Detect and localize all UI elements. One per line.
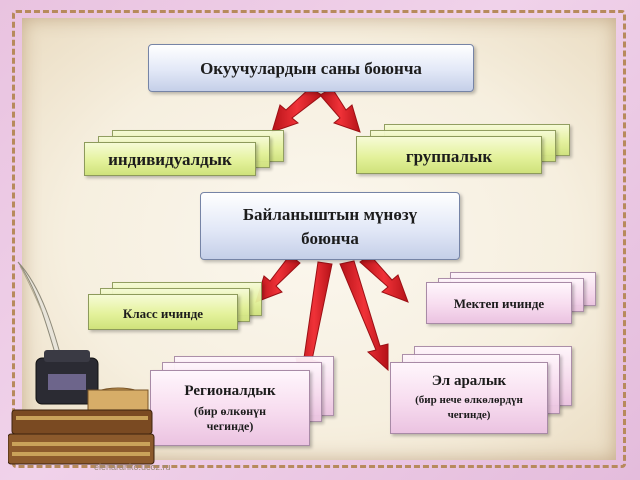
dashed-frame	[12, 10, 626, 468]
scroll-by-connection-type: Байланыштын мүнөзү боюнча	[200, 192, 460, 260]
label-international-sub: (бир нече өлкөлөрдүн чегинде)	[415, 394, 523, 421]
scroll-regional: Регионалдык (бир өлкөнүн чегинде)	[150, 370, 310, 446]
scroll-by-student-count: Окуучулардын саны боюнча	[148, 44, 474, 92]
scroll-school-inside: Мектеп ичинде	[426, 282, 572, 324]
label-by-student-count: Окуучулардын саны боюнча	[200, 59, 422, 78]
watermark-text: elenaranko.ucoz.ru	[94, 462, 171, 472]
scroll-international: Эл аралык (бир нече өлкөлөрдүн чегинде)	[390, 362, 548, 434]
arrow-to-school-inside	[359, 254, 409, 303]
scroll-individual: индивидуалдык	[84, 142, 256, 176]
arrow-to-international	[339, 260, 389, 372]
label-regional-sub: (бир өлкөнүн чегинде)	[193, 404, 267, 433]
label-regional: Регионалдык	[184, 383, 276, 399]
arrow-to-class-inside	[255, 254, 301, 303]
label-class-inside: Класс ичинде	[122, 306, 204, 321]
label-school-inside: Мектеп ичинде	[453, 296, 545, 311]
scroll-class-inside: Класс ичинде	[88, 294, 238, 330]
label-international: Эл аралык	[431, 373, 507, 389]
label-group: группалык	[405, 147, 493, 166]
books-inkwell-clipart	[8, 261, 155, 465]
scroll-group: группалык	[356, 136, 542, 174]
arrow-to-group	[319, 87, 361, 133]
label-individual: индивидуалдык	[108, 150, 232, 169]
arrow-to-individual	[271, 87, 323, 133]
label-by-connection-type: Байланыштын мүнөзү боюнча	[242, 205, 418, 248]
